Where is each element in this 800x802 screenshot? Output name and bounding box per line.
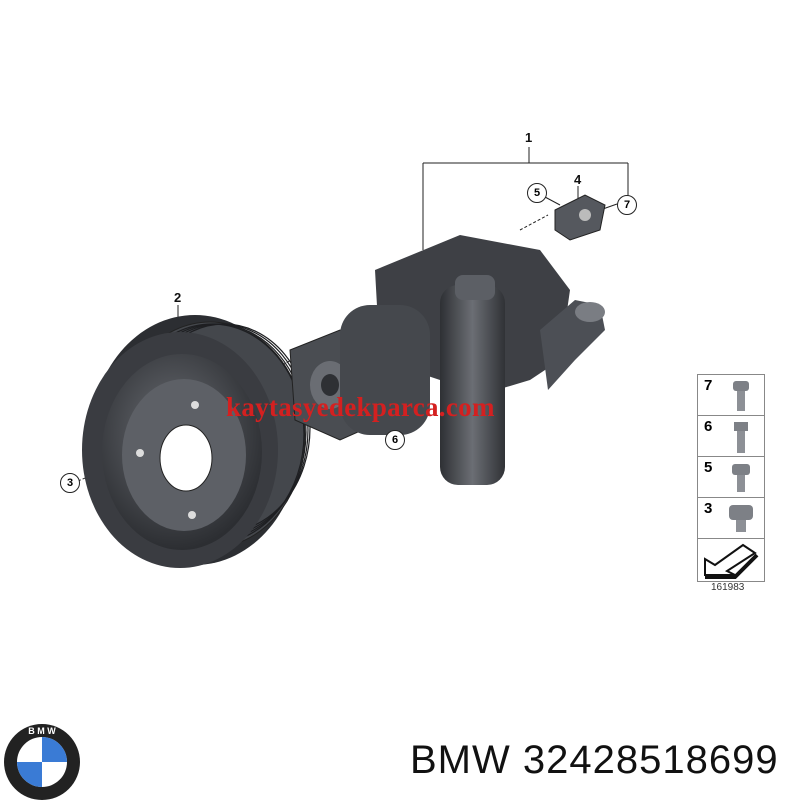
bolt-flange-icon xyxy=(732,464,750,492)
callout-1: 1 xyxy=(525,130,533,145)
legend-number: 6 xyxy=(704,418,713,435)
bolt-torx-icon xyxy=(733,381,749,411)
bolt-hex-large-icon xyxy=(729,505,753,532)
pulley xyxy=(82,315,311,568)
watermark: kaytasyedekparca.com xyxy=(226,392,495,422)
callout-7: 7 xyxy=(617,195,637,215)
callout-3: 3 xyxy=(60,473,80,493)
bmw-logo: B M W xyxy=(4,724,80,800)
legend-item-5: 5 xyxy=(698,457,764,498)
part-number-label: BMW 32428518699 xyxy=(410,738,779,782)
callout-5: 5 xyxy=(527,183,547,203)
fastener-legend: 7 6 5 3 xyxy=(697,374,765,582)
callout-4: 4 xyxy=(574,172,582,187)
bolt-hex-long-icon xyxy=(734,422,748,453)
legend-item-3: 3 xyxy=(698,498,764,539)
svg-text:B M W: B M W xyxy=(28,726,56,736)
legend-number: 5 xyxy=(704,459,713,476)
legend-item-6: 6 xyxy=(698,416,764,457)
callout-6: 6 xyxy=(385,430,405,450)
legend-number: 3 xyxy=(704,500,713,517)
legend-item-7: 7 xyxy=(698,375,764,416)
legend-arrow xyxy=(698,539,764,581)
callout-2: 2 xyxy=(174,290,182,305)
steering-pump xyxy=(289,194,606,485)
legend-number: 7 xyxy=(704,377,713,394)
diagram-id: 161983 xyxy=(711,582,745,593)
direction-arrow-icon xyxy=(704,543,759,579)
